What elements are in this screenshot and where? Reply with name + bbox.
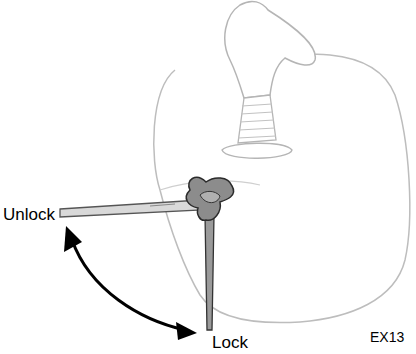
- rod-detail: [150, 204, 175, 206]
- unlock-rod: [60, 200, 202, 217]
- position-label: Unlock: [3, 206, 55, 223]
- boot-base: [222, 143, 292, 158]
- console-housing: [154, 54, 410, 322]
- motion-arrow: [72, 240, 185, 330]
- knob-hub: [200, 191, 220, 202]
- arrow-head: [64, 226, 82, 252]
- joystick-grip: [225, 1, 316, 98]
- arrow-head: [176, 322, 197, 340]
- boot-folds: [238, 104, 276, 138]
- figure-code: EX13: [370, 330, 404, 344]
- joystick-boot: [238, 95, 276, 143]
- lock-knob: [186, 177, 233, 220]
- lock-rod: [205, 215, 214, 330]
- position-label: Lock: [212, 334, 248, 351]
